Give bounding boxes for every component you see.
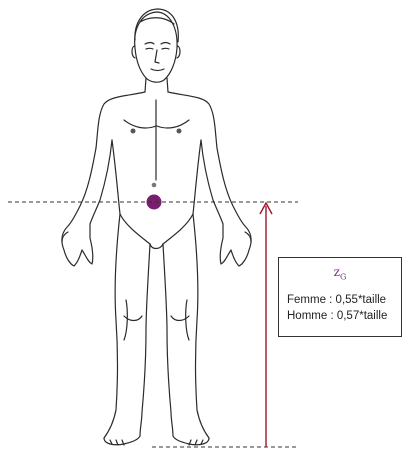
formula-homme: Homme : 0,57*taille	[287, 310, 387, 322]
right-nipple	[177, 129, 182, 134]
zg-subscript: G	[340, 272, 346, 281]
navel	[152, 183, 157, 188]
human-figure-outline	[62, 9, 251, 445]
left-nipple	[131, 129, 136, 134]
formula-box: zG Femme : 0,55*taille Homme : 0,57*tail…	[278, 257, 402, 337]
zg-label: zG	[279, 265, 401, 281]
formula-femme: Femme : 0,55*taille	[287, 294, 386, 306]
